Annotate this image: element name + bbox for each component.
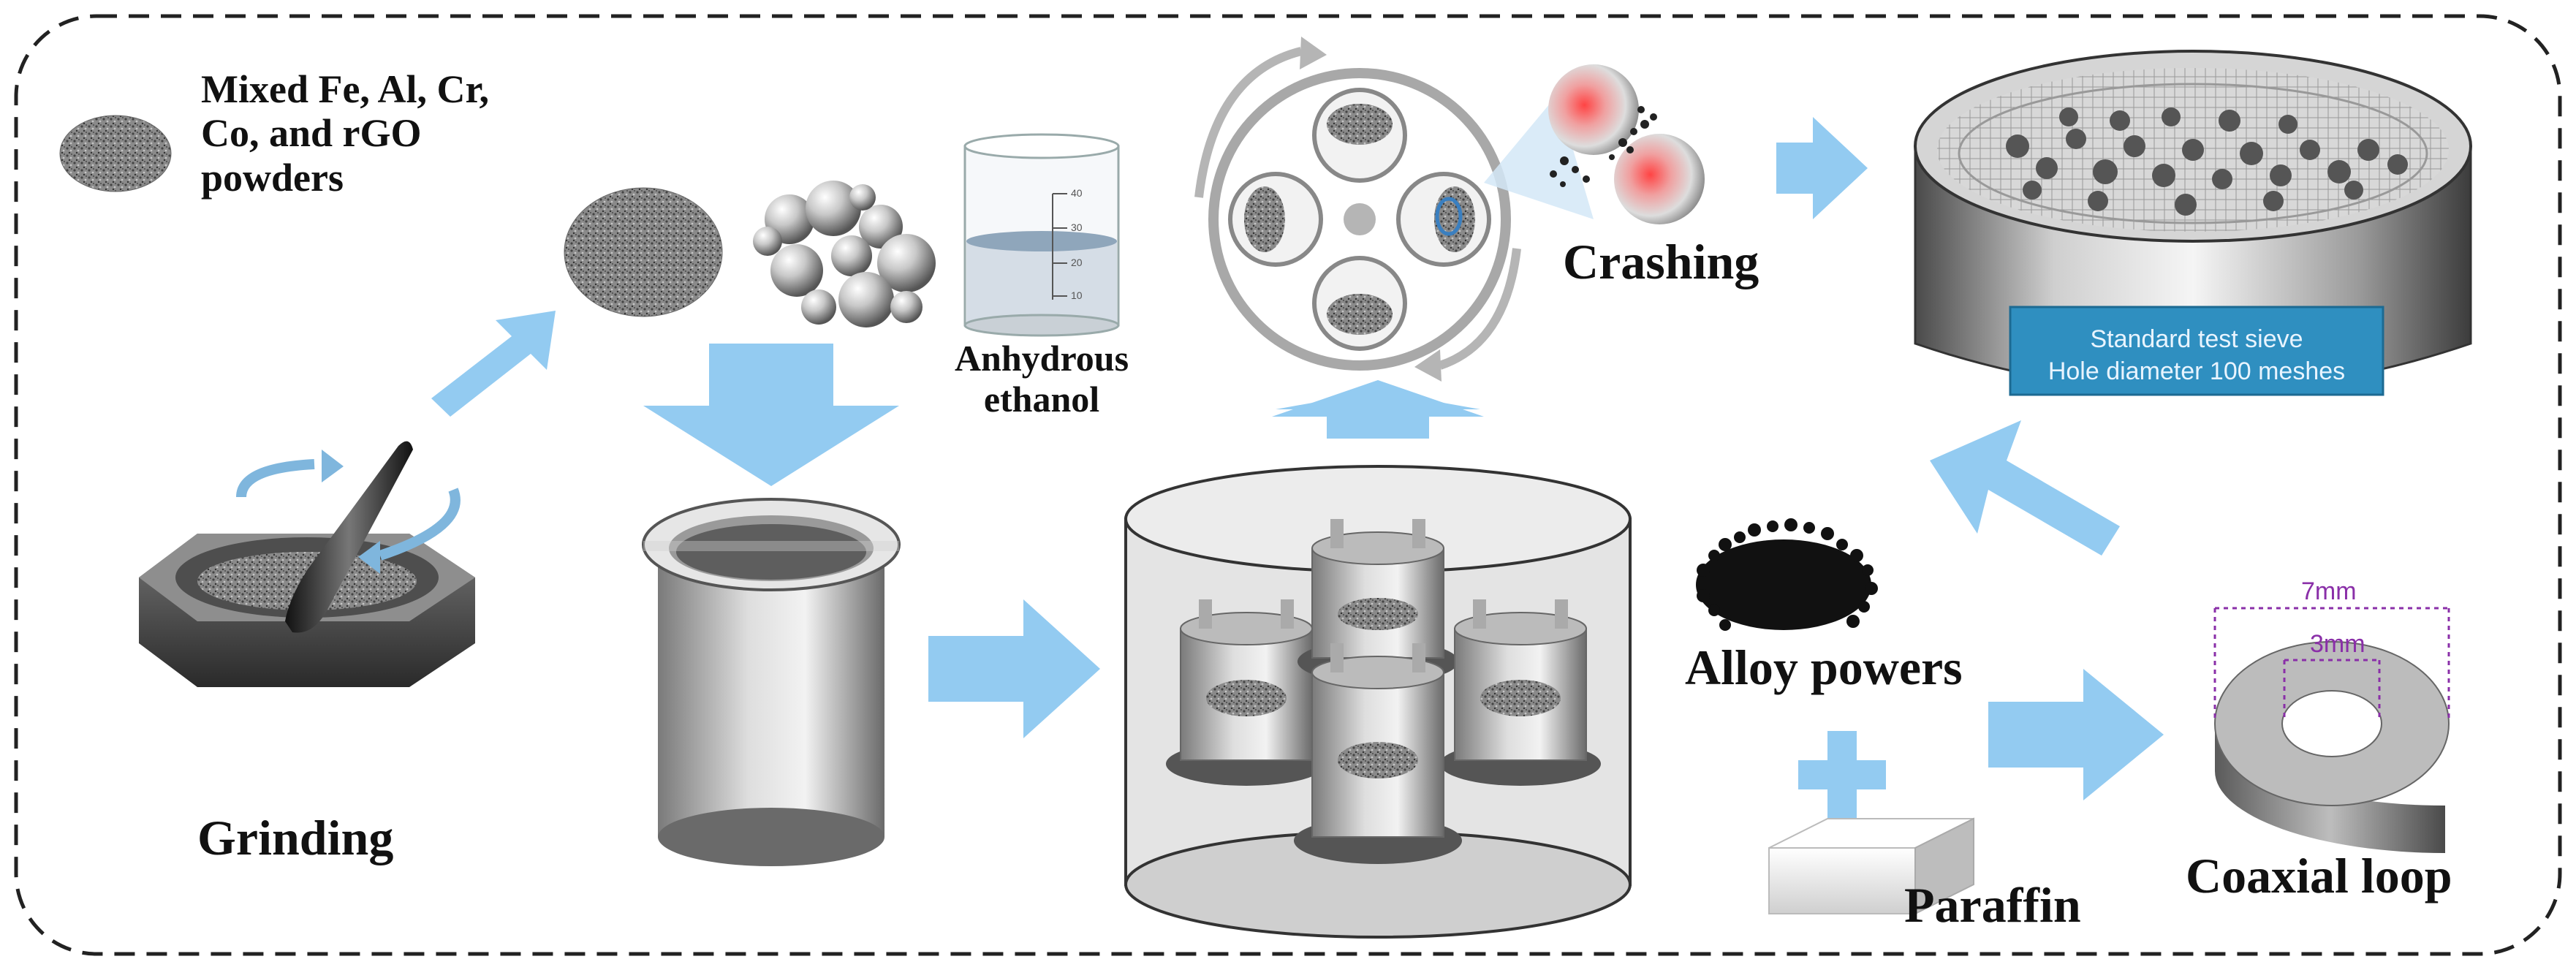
beaker-tick-40: 40	[1071, 187, 1083, 199]
label-coaxial: Coaxial loop	[2186, 848, 2452, 903]
beaker-tick-10: 10	[1071, 289, 1083, 301]
sieve-label-box	[2009, 306, 2384, 396]
coaxial-ring-icon	[2214, 641, 2450, 853]
alloy-powder-icon	[1696, 518, 1878, 631]
arrow-up-right	[431, 311, 556, 417]
arrow-down	[643, 344, 899, 486]
dimension-inner: 3mm	[2310, 630, 2365, 658]
dimension-outer: 7mm	[2301, 577, 2357, 605]
arrow-right-1	[928, 599, 1100, 738]
beaker-tick-20: 20	[1071, 257, 1083, 268]
pestle-icon	[285, 441, 413, 633]
beaker-tick-30: 30	[1071, 221, 1083, 233]
crashing-balls-icon	[1548, 64, 1705, 224]
plus-icon	[1798, 731, 1886, 819]
top-view-mill-icon	[1208, 68, 1511, 371]
label-crashing: Crashing	[1563, 234, 1759, 289]
dashed-border	[14, 14, 2562, 956]
sieve-icon	[1914, 50, 2472, 396]
arrow-right-3	[1988, 669, 2164, 800]
sieve-label: Standard test sieve Hole diameter 100 me…	[2010, 323, 2383, 387]
label-powders: Mixed Fe, Al, Cr, Co, and rGO powders	[201, 67, 489, 200]
rotation-arrows-icon	[1194, 37, 1521, 382]
powder-pile	[564, 187, 723, 317]
sieve-label-line2: Hole diameter 100 meshes	[2047, 357, 2346, 386]
arrow-down-right	[1930, 420, 2120, 556]
rotation-arrow-icon	[236, 450, 461, 574]
label-grinding: Grinding	[197, 810, 394, 865]
powder-pile-small	[59, 115, 172, 192]
paraffin-icon	[1768, 817, 1974, 915]
beaker-icon	[963, 133, 1120, 337]
sieve-label-line1: Standard test sieve	[2090, 325, 2303, 353]
label-paraffin: Paraffin	[1904, 877, 2081, 933]
planetary-mill-icon	[1124, 465, 1632, 939]
label-ethanol: Anhydrous ethanol	[954, 338, 1129, 420]
arrow-right-2	[1776, 117, 1868, 219]
steel-balls-icon	[753, 181, 936, 327]
dimension-lines	[2213, 607, 2450, 720]
milling-jar-icon	[642, 498, 901, 866]
label-alloy: Alloy powers	[1685, 640, 1963, 695]
